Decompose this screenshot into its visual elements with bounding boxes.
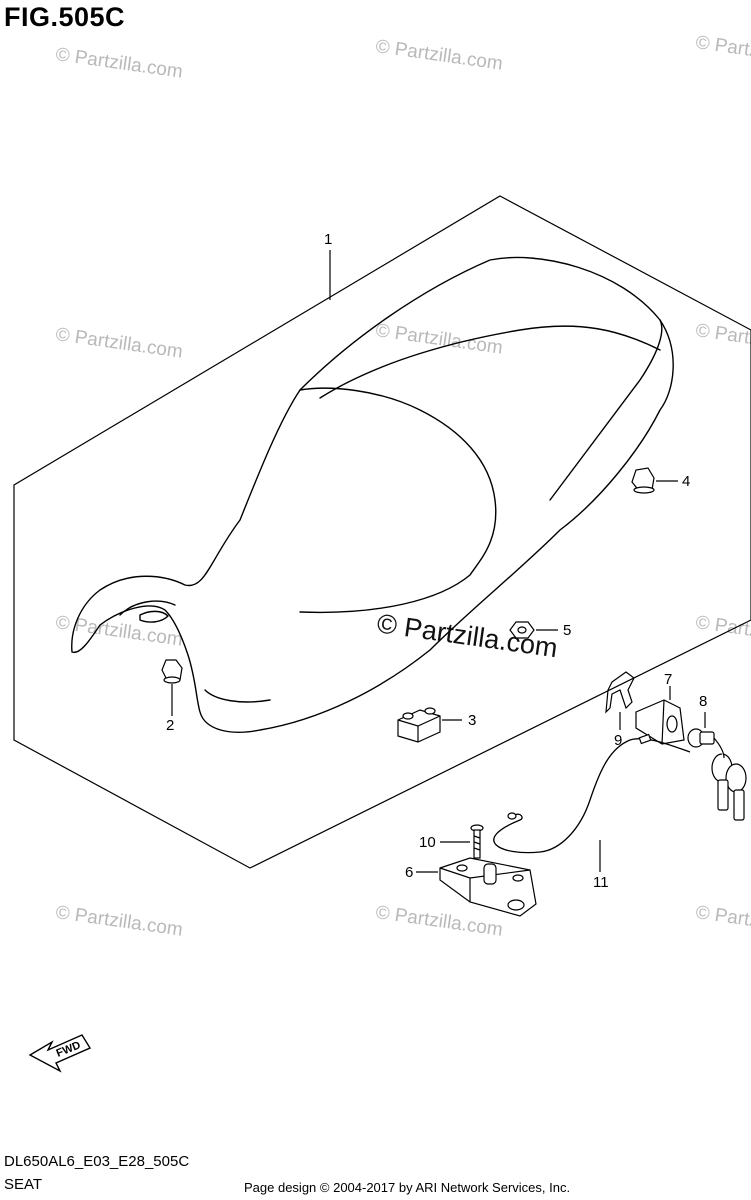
seat-lock-icon xyxy=(439,857,537,917)
nut-icon xyxy=(509,621,535,639)
callout-4: 4 xyxy=(682,473,690,490)
callout-10: 10 xyxy=(419,834,436,851)
callout-7: 7 xyxy=(664,671,672,688)
watermark: © Partzilla.com xyxy=(54,902,184,941)
cushion-block-icon xyxy=(397,707,441,743)
diagram-code: DL650AL6_E03_E28_505C xyxy=(4,1153,190,1170)
callout-2: 2 xyxy=(166,717,174,734)
figure-title: FIG.505C xyxy=(4,2,126,32)
watermark: © Partzilla.com xyxy=(374,36,504,75)
cable-icon xyxy=(493,738,691,854)
seat-icon xyxy=(71,256,674,733)
watermark: © Partzilla.com xyxy=(694,32,751,71)
fwd-arrow-icon: FWD xyxy=(28,1034,92,1073)
clip-icon xyxy=(605,671,635,714)
watermark: © Partzilla.com xyxy=(54,44,184,83)
screw-icon xyxy=(470,824,484,859)
watermark: © Partzilla.com xyxy=(54,324,184,363)
rubber-bumper-icon xyxy=(161,659,183,684)
callout-8: 8 xyxy=(699,693,707,710)
callout-6: 6 xyxy=(405,864,413,881)
callout-1: 1 xyxy=(324,231,332,248)
center-watermark: © Partzilla.com xyxy=(375,608,559,663)
watermark: © Partzilla.com xyxy=(374,902,504,941)
watermark: © Partzilla.com xyxy=(374,320,504,359)
key-lock-icon xyxy=(687,728,747,821)
diagram-name: SEAT xyxy=(4,1176,43,1193)
callout-11: 11 xyxy=(593,874,609,891)
watermark: © Partzilla.com xyxy=(694,902,751,941)
bracket-icon xyxy=(635,699,685,745)
assembly-outline xyxy=(13,195,751,869)
rubber-cushion-icon xyxy=(631,467,655,494)
callout-9: 9 xyxy=(614,732,622,749)
cable-end-icon xyxy=(507,733,652,820)
callout-3: 3 xyxy=(468,712,476,729)
footer-credit: Page design © 2004-2017 by ARI Network S… xyxy=(244,1180,571,1195)
callout-5: 5 xyxy=(563,622,571,639)
watermark: © Partzilla.com xyxy=(694,612,751,651)
